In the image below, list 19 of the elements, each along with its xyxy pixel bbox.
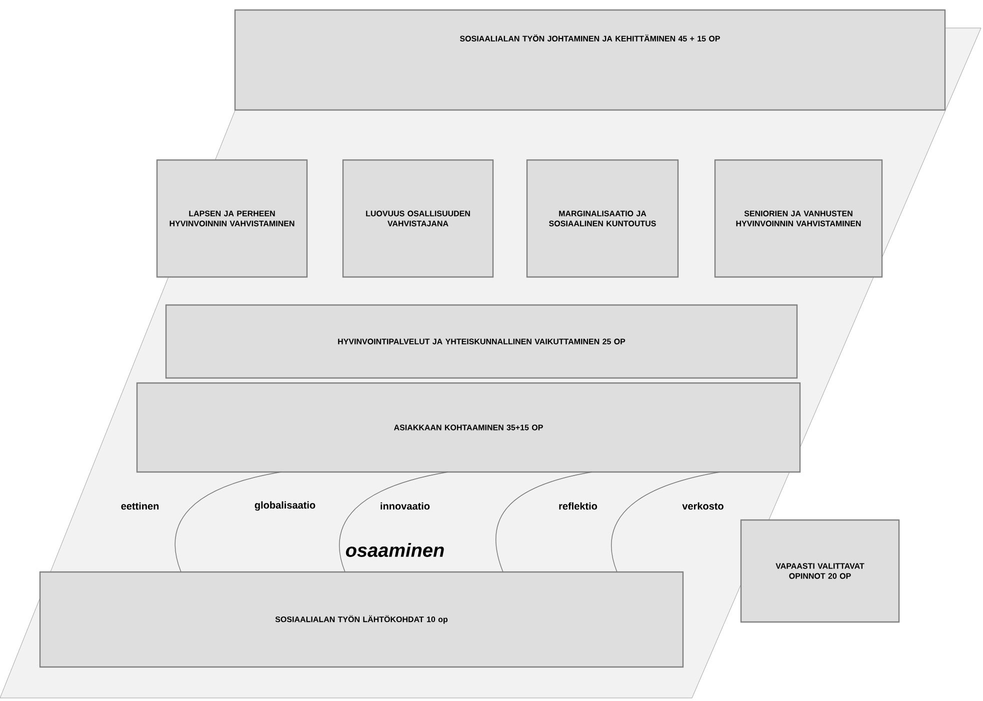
module-box: MARGINALISAATIO JA SOSIAALINEN KUNTOUTUS — [526, 159, 679, 278]
competence-label: eettinen — [121, 502, 159, 510]
curved-line — [339, 472, 448, 572]
competence-label: verkosto — [682, 502, 724, 510]
curved-line — [495, 472, 592, 572]
diagram-heading: osaaminen — [346, 543, 444, 557]
module-box: SOSIAALIALAN TYÖN LÄHTÖKOHDAT 10 op — [39, 571, 684, 668]
curved-line — [611, 472, 720, 572]
module-box: VAPAASTI VALITTAVAT OPINNOT 20 OP — [740, 519, 900, 623]
module-box: ASIAKKAAN KOHTAAMINEN 35+15 OP — [136, 382, 801, 473]
competence-label: globalisaatio — [254, 501, 316, 511]
competence-label: innovaatio — [380, 502, 430, 510]
module-box: SOSIAALIALAN TYÖN JOHTAMINEN JA KEHITTÄMINEN 45 + 15 OP — [234, 9, 946, 111]
module-box: HYVINVOINTIPALVELUT JA YHTEISKUNNALLINEN VAIKUTTAMINEN 25 OP — [165, 304, 798, 379]
module-box: SENIORIEN JA VANHUSTEN HYVINVOINNIN VAHVISTAMINEN — [714, 159, 883, 278]
curved-line — [174, 472, 282, 572]
competence-label: reflektio — [559, 502, 598, 510]
module-box: LUOVUUS OSALLISUUDEN VAHVISTAJANA — [342, 159, 494, 278]
module-box: LAPSEN JA PERHEEN HYVINVOINNIN VAHVISTAMINEN — [156, 159, 308, 278]
